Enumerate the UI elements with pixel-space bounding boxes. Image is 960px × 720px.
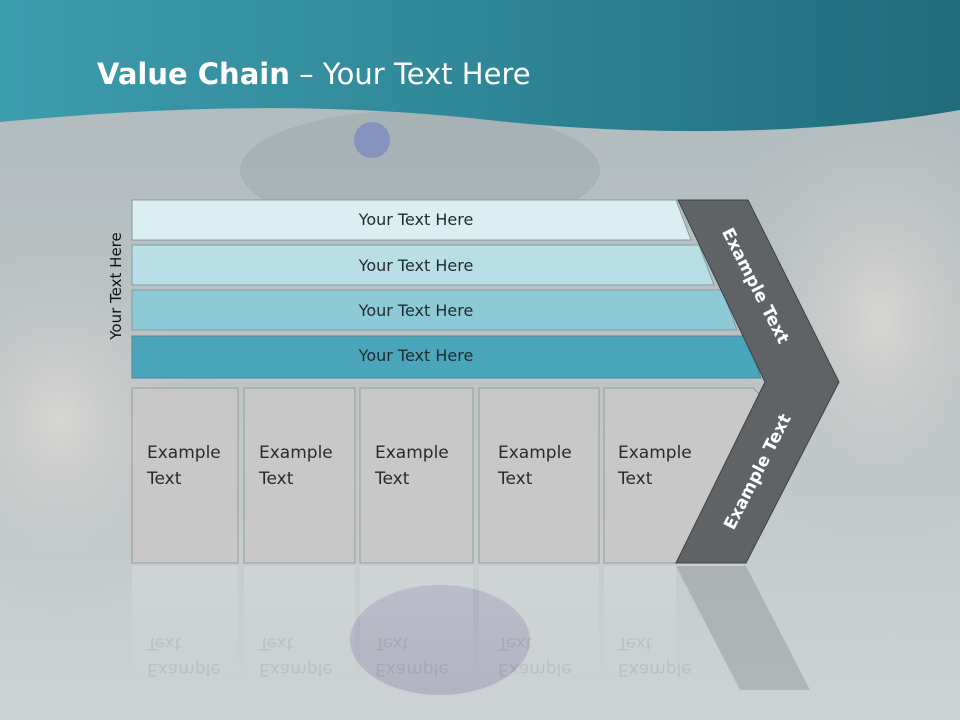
box-1-line2: Text <box>147 469 182 489</box>
box-2-label: Example Text <box>259 440 333 492</box>
bar-1-shape <box>131 199 692 241</box>
header-band <box>0 0 960 132</box>
bar-3-label: Your Text Here <box>358 301 474 320</box>
title-bold: Value Chain <box>97 57 290 91</box>
box-1-shape <box>131 387 239 564</box>
box-5-line1: Example <box>618 443 692 463</box>
box-3-line1: Example <box>375 443 449 463</box>
box-4-line1: Example <box>498 443 572 463</box>
box-5-line2: Text <box>618 469 653 489</box>
box-3-reflection: Example Text <box>375 633 449 679</box>
title-rest: – Your Text Here <box>289 57 531 91</box>
box-5-reflection: Example Text <box>618 633 692 679</box>
box-2-line1: Example <box>259 443 333 463</box>
box-4-label: Example Text <box>498 440 572 492</box>
background-bead <box>354 122 390 158</box>
bar-2-label: Your Text Here <box>358 256 474 275</box>
box-2-shape <box>243 387 356 564</box>
chevron-reflection <box>676 566 810 690</box>
box-4-shape <box>478 387 600 564</box>
box-4-line2: Text <box>498 469 533 489</box>
chevron-shape <box>675 199 840 564</box>
page-title: Value Chain – Your Text Here <box>97 52 531 96</box>
box-1-line1: Example <box>147 443 221 463</box>
box-3-shape <box>359 387 474 564</box>
bar-2-shape <box>131 244 715 286</box>
bar-1-label: Your Text Here <box>358 210 474 229</box>
box-5-label: Example Text <box>618 440 692 492</box>
bar-4-shape <box>131 335 762 379</box>
box-1-label: Example Text <box>147 440 221 492</box>
box-reflections <box>132 566 676 686</box>
box-3-line2: Text <box>375 469 410 489</box>
box-2-reflection: Example Text <box>259 633 333 679</box>
box-2-line2: Text <box>259 469 294 489</box>
bar-4-label: Your Text Here <box>358 346 474 365</box>
box-4-reflection: Example Text <box>498 633 572 679</box>
box-1-reflection: Example Text <box>147 633 221 679</box>
box-3-label: Example Text <box>375 440 449 492</box>
bar-3-shape <box>131 289 738 331</box>
side-label-text: Your Text Here <box>107 232 125 340</box>
